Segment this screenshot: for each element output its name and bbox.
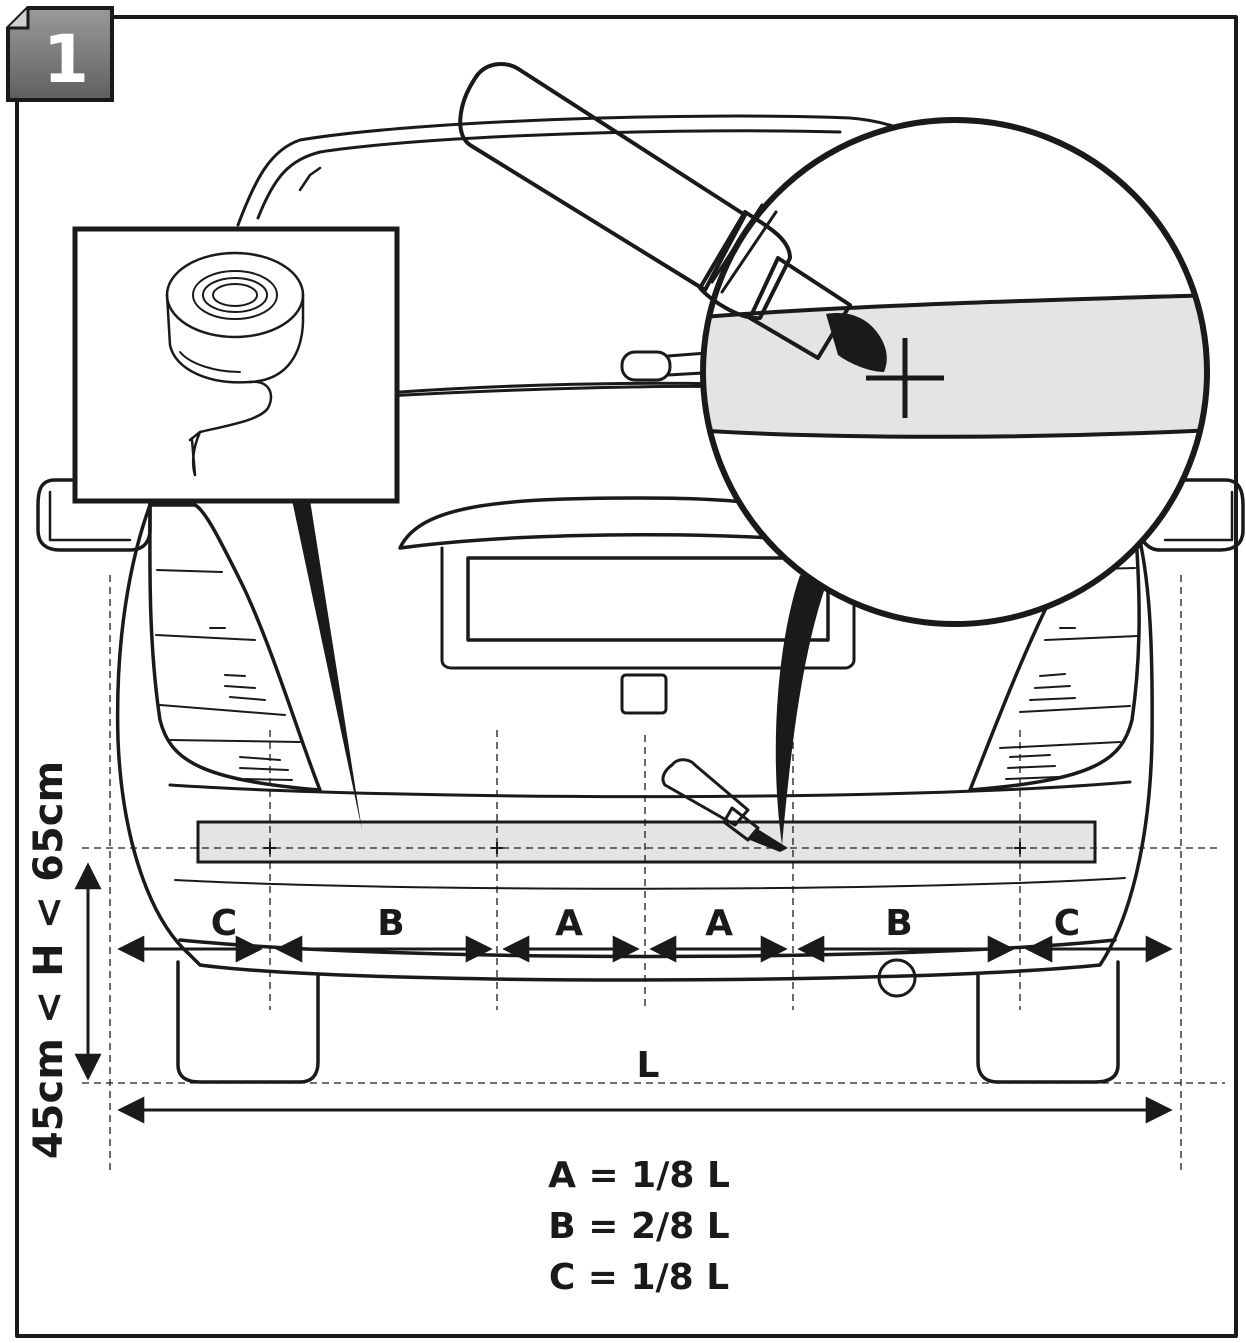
segment-label-c-right: C xyxy=(1054,903,1080,944)
marker-pen-large xyxy=(458,62,887,372)
segment-label-a-right: A xyxy=(705,903,733,944)
tailgate-handle xyxy=(620,673,668,715)
tape-leader xyxy=(292,500,362,830)
formula-block: A = 1/8 L B = 2/8 L C = 1/8 L xyxy=(548,1155,730,1298)
left-tire xyxy=(176,960,320,1084)
total-width-label: L xyxy=(637,1045,660,1086)
segment-label-b-right: B xyxy=(885,903,912,944)
formula-a: A = 1/8 L xyxy=(548,1155,730,1196)
formula-b: B = 2/8 L xyxy=(548,1206,729,1247)
formula-c: C = 1/8 L xyxy=(549,1257,729,1298)
tape-roll-inset xyxy=(72,226,400,504)
height-range-label: 45cm < H < 65cm xyxy=(26,761,72,1159)
segment-label-b-left: B xyxy=(377,903,404,944)
step-badge: 1 xyxy=(6,6,114,102)
left-mirror xyxy=(36,478,152,552)
frame xyxy=(15,15,1238,1338)
right-tire xyxy=(976,960,1120,1084)
step-number: 1 xyxy=(43,21,89,98)
left-tail-light xyxy=(148,503,322,792)
segment-label-a-left: A xyxy=(555,903,583,944)
guide-lines xyxy=(82,575,1225,1175)
right-mirror xyxy=(1138,478,1245,552)
license-plate xyxy=(466,556,830,642)
tape-strip xyxy=(196,820,1097,864)
zoom-detail xyxy=(700,117,1210,627)
marker-pen-small xyxy=(661,758,788,852)
segment-label-c-left: C xyxy=(211,903,237,944)
cross-marks xyxy=(264,842,1026,854)
segment-labels: C B A A B C L xyxy=(211,903,1080,1086)
dimension-arrows xyxy=(74,862,1173,1124)
zoom-leader xyxy=(775,575,826,845)
